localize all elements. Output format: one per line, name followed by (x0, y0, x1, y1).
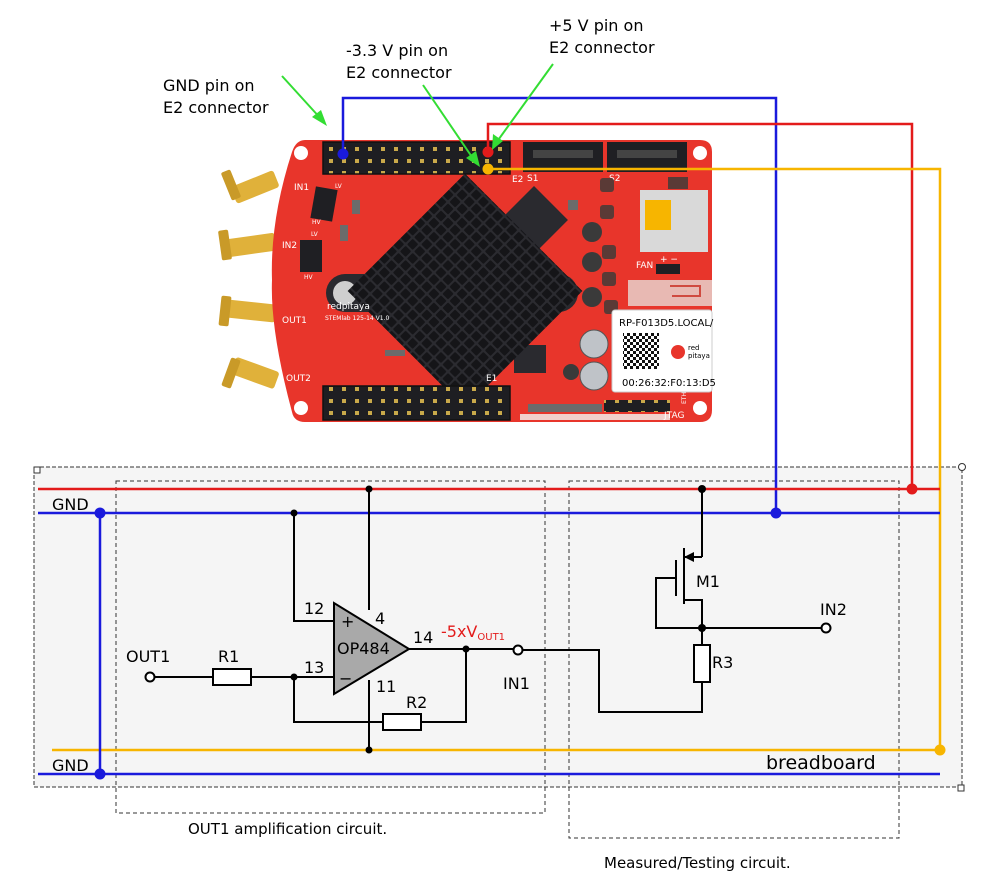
sticker-brand-1: red (688, 344, 699, 352)
r2-label: R2 (406, 693, 427, 712)
e2-label: E2 (512, 175, 523, 185)
amplifier-circuit (150, 489, 514, 750)
testing-circuit-box (568, 480, 900, 839)
fan-connector (656, 264, 680, 274)
in1-label: IN1 (503, 674, 530, 693)
fan-label: FAN (636, 261, 653, 271)
r1-label: R1 (218, 647, 239, 666)
e1-connector (322, 385, 511, 421)
out2-board-label: OUT2 (286, 374, 311, 384)
red-pitaya-board: E2 S1 S2 IN1 IN2 OUT1 OUT2 LV HV LV HV (218, 140, 716, 422)
in2-board-label: IN2 (282, 241, 297, 251)
board-model: STEMlab 125-14 V1.0 (325, 315, 389, 322)
breadboard-label: breadboard (766, 752, 876, 774)
gain-label: -5xVOUT1 (441, 622, 505, 643)
minus33-pin-annotation-line1: -3.3 V pin on (346, 41, 448, 60)
jtag-label: JTAG (663, 411, 684, 421)
sata-s2-connector (607, 142, 687, 172)
s2-label: S2 (609, 174, 620, 184)
pin-13-label: 13 (304, 658, 324, 677)
gnd-pin-annotation-line2: E2 connector (163, 98, 269, 117)
gnd-wire (341, 96, 778, 513)
gnd-pin-annotation-line1: GND pin on (163, 76, 255, 95)
sma-in1-connector (221, 169, 279, 204)
minus33-wire (488, 167, 942, 750)
hv-label-2: HV (304, 274, 314, 281)
sata-s1-connector (523, 142, 603, 172)
in2-terminal (820, 622, 832, 634)
out1-label: OUT1 (126, 647, 170, 666)
amplification-circuit-box (115, 480, 546, 814)
plus5-wire (486, 122, 914, 489)
in2-label: IN2 (820, 600, 847, 619)
caption-left: OUT1 amplification circuit. (188, 820, 387, 838)
m1-label: M1 (696, 572, 720, 591)
sma-out2-connector (221, 357, 279, 389)
sticker-logo (671, 345, 685, 359)
opamp-plus: + (341, 612, 354, 631)
out1-terminal (144, 671, 156, 683)
e2-connector (322, 141, 511, 175)
pin-11-label: 11 (376, 677, 396, 696)
pin-12-label: 12 (304, 599, 324, 618)
board-sticker: RP-F013D5.LOCAL/ red pitaya 00:26:32:F0:… (611, 309, 716, 393)
s1-label: S1 (527, 174, 538, 184)
pin-14-label: 14 (413, 628, 433, 647)
minus33-pin-annotation-line2: E2 connector (346, 63, 452, 82)
caption-right: Measured/Testing circuit. (604, 854, 791, 872)
out1-board-label: OUT1 (282, 316, 307, 326)
pin-4-label: 4 (375, 609, 385, 628)
hv-label-1: HV (312, 219, 322, 226)
sticker-brand-2: pitaya (688, 352, 710, 360)
qr-code (623, 333, 659, 369)
opamp-label: OP484 (337, 639, 390, 658)
board-brand: redpitaya (327, 302, 370, 312)
lv-label-2: LV (311, 231, 319, 238)
in1-terminal (512, 644, 524, 656)
testing-circuit (522, 489, 822, 713)
op484-opamp (333, 601, 411, 696)
r3-label: R3 (712, 653, 733, 672)
in1-board-label: IN1 (294, 183, 309, 193)
plus5-pin-annotation-line2: E2 connector (549, 38, 655, 57)
gnd-label-top: GND (52, 495, 89, 514)
r3-resistor (693, 644, 711, 683)
r2-resistor (382, 713, 422, 731)
lv-label-1: LV (335, 183, 343, 190)
r1-resistor (212, 668, 252, 686)
plus5-pin-annotation-line1: +5 V pin on (549, 16, 643, 35)
usb-port (628, 280, 712, 306)
sticker-mac: 00:26:32:F0:13:D5 (622, 378, 716, 389)
sma-out1-connector (218, 295, 277, 327)
sma-in2-connector (218, 229, 277, 261)
e1-label: E1 (486, 374, 497, 384)
fan-polarity: + − (660, 255, 678, 265)
annotation-arrows (281, 63, 554, 167)
sticker-hostname: RP-F013D5.LOCAL/ (619, 318, 714, 329)
opamp-minus: − (339, 669, 352, 688)
eth-label: ETH (681, 392, 688, 404)
gnd-label-bottom: GND (52, 756, 89, 775)
